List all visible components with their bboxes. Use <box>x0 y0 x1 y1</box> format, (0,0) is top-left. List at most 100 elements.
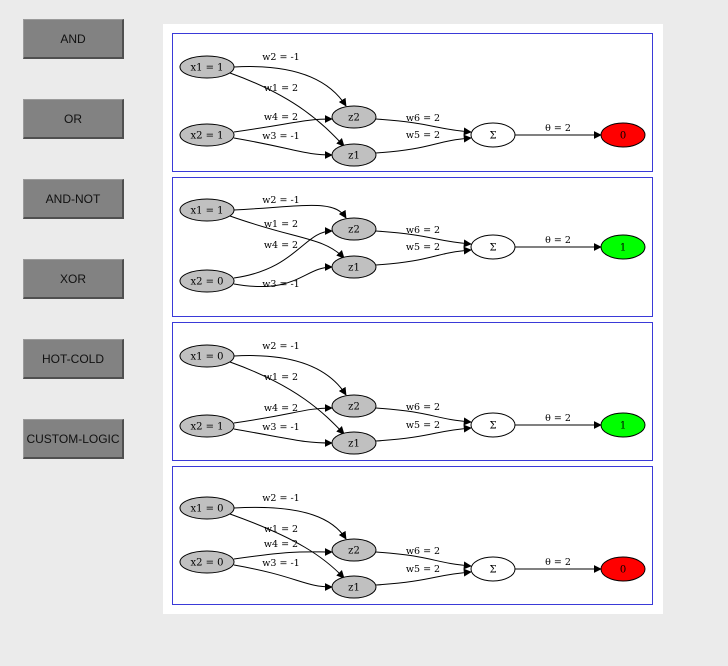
edge-x2-z1 <box>233 263 333 288</box>
or-button[interactable]: OR <box>23 99 124 139</box>
edge-z1-sum <box>375 424 472 442</box>
edge-z2-sum <box>375 407 472 426</box>
edge-z2-sum <box>375 118 472 136</box>
weight-label-w5: w5 = 2 <box>406 130 440 141</box>
hidden-label-z2: z2 <box>348 225 360 236</box>
hidden-label-z1: z1 <box>348 151 360 162</box>
input-label-x2: x2 = 0 <box>190 277 223 288</box>
input-label-x1: x1 = 0 <box>190 504 223 515</box>
sum-symbol: Σ <box>489 565 496 576</box>
network-panel-1: x1 = 1 x2 = 1 z2 z1 Σ 0 w2 = -1 w1 = 2 w4 = 2 w3 … <box>172 33 653 172</box>
edge-x1-z1 <box>229 513 345 579</box>
output-value: 1 <box>620 243 626 254</box>
custom-logic-button[interactable]: CUSTOM-LOGIC <box>23 419 124 459</box>
weight-label-w3: w3 = -1 <box>262 131 299 142</box>
input-node-x2 <box>179 269 235 293</box>
edge-x1-z2 <box>233 506 347 540</box>
edge-x2-z2 <box>233 404 333 424</box>
weight-label-w1: w1 = 2 <box>264 83 298 94</box>
edge-z1-sum <box>375 134 472 154</box>
weight-label-w4: w4 = 2 <box>264 539 298 550</box>
hidden-node-z1 <box>331 431 377 455</box>
weight-label-w6: w6 = 2 <box>406 113 440 124</box>
input-node-x2 <box>179 414 235 438</box>
output-node <box>600 412 646 438</box>
weight-label-w4: w4 = 2 <box>264 240 298 251</box>
sum-node <box>470 556 516 582</box>
weight-label-w2: w2 = -1 <box>262 52 299 63</box>
hidden-label-z1: z1 <box>348 583 360 594</box>
edge-x2-z1 <box>233 428 333 447</box>
threshold-label: θ = 2 <box>545 235 571 246</box>
threshold-label: θ = 2 <box>545 557 571 568</box>
hot-cold-button[interactable]: HOT-COLD <box>23 339 124 379</box>
threshold-label: θ = 2 <box>545 123 571 134</box>
edge-x2-z2 <box>233 547 333 560</box>
output-value: 0 <box>620 131 626 142</box>
weight-label-w3: w3 = -1 <box>262 279 299 290</box>
weight-label-w4: w4 = 2 <box>264 112 298 123</box>
output-value: 0 <box>620 565 626 576</box>
sum-node <box>470 412 516 438</box>
hidden-label-z1: z1 <box>348 439 360 450</box>
weight-label-w5: w5 = 2 <box>406 564 440 575</box>
hidden-label-z2: z2 <box>348 546 360 557</box>
gate-sidebar: AND OR AND-NOT XOR HOT-COLD CUSTOM-LOGIC <box>23 19 124 499</box>
sum-symbol: Σ <box>489 243 496 254</box>
weight-label-w6: w6 = 2 <box>406 546 440 557</box>
input-label-x1: x1 = 1 <box>190 206 223 217</box>
threshold-label: θ = 2 <box>545 413 571 424</box>
output-node <box>600 122 646 148</box>
hidden-node-z2 <box>331 394 377 418</box>
input-label-x1: x1 = 0 <box>190 352 223 363</box>
sum-symbol: Σ <box>489 131 496 142</box>
input-label-x1: x1 = 1 <box>190 63 223 74</box>
sum-node <box>470 234 516 260</box>
weight-label-w3: w3 = -1 <box>262 422 299 433</box>
hidden-node-z1 <box>331 575 377 599</box>
hidden-node-z1 <box>331 143 377 167</box>
input-label-x2: x2 = 1 <box>190 131 223 142</box>
xor-button[interactable]: XOR <box>23 259 124 299</box>
weight-label-w6: w6 = 2 <box>406 402 440 413</box>
output-node <box>600 234 646 260</box>
edge-x2-z1 <box>233 564 333 591</box>
weight-label-w2: w2 = -1 <box>262 341 299 352</box>
weight-label-w1: w1 = 2 <box>264 524 298 535</box>
hidden-label-z2: z2 <box>348 113 360 124</box>
edge-x1-z2 <box>233 355 347 396</box>
input-node-x2 <box>179 550 235 574</box>
output-node <box>600 556 646 582</box>
edge-z1-sum <box>375 568 472 586</box>
hidden-node-z2 <box>331 538 377 562</box>
and-button[interactable]: AND <box>23 19 124 59</box>
weight-label-w2: w2 = -1 <box>262 195 299 206</box>
edge-z1-sum <box>375 246 472 266</box>
hidden-node-z2 <box>331 217 377 241</box>
weight-label-w2: w2 = -1 <box>262 493 299 504</box>
edge-z2-sum <box>375 230 472 248</box>
edge-x2-z2 <box>233 227 333 279</box>
weight-label-w5: w5 = 2 <box>406 242 440 253</box>
edge-x1-z2 <box>233 204 347 219</box>
hidden-node-z1 <box>331 255 377 279</box>
sum-symbol: Σ <box>489 421 496 432</box>
hidden-node-z2 <box>331 105 377 129</box>
and-not-button[interactable]: AND-NOT <box>23 179 124 219</box>
input-label-x2: x2 = 0 <box>190 558 223 569</box>
hidden-label-z1: z1 <box>348 263 360 274</box>
edge-x1-z1 <box>229 361 345 435</box>
input-node-x1 <box>179 344 235 368</box>
weight-label-w1: w1 = 2 <box>264 372 298 383</box>
edge-x2-z2 <box>233 115 333 133</box>
edge-x2-z1 <box>233 137 333 159</box>
input-node-x2 <box>179 123 235 147</box>
input-node-x1 <box>179 55 235 79</box>
